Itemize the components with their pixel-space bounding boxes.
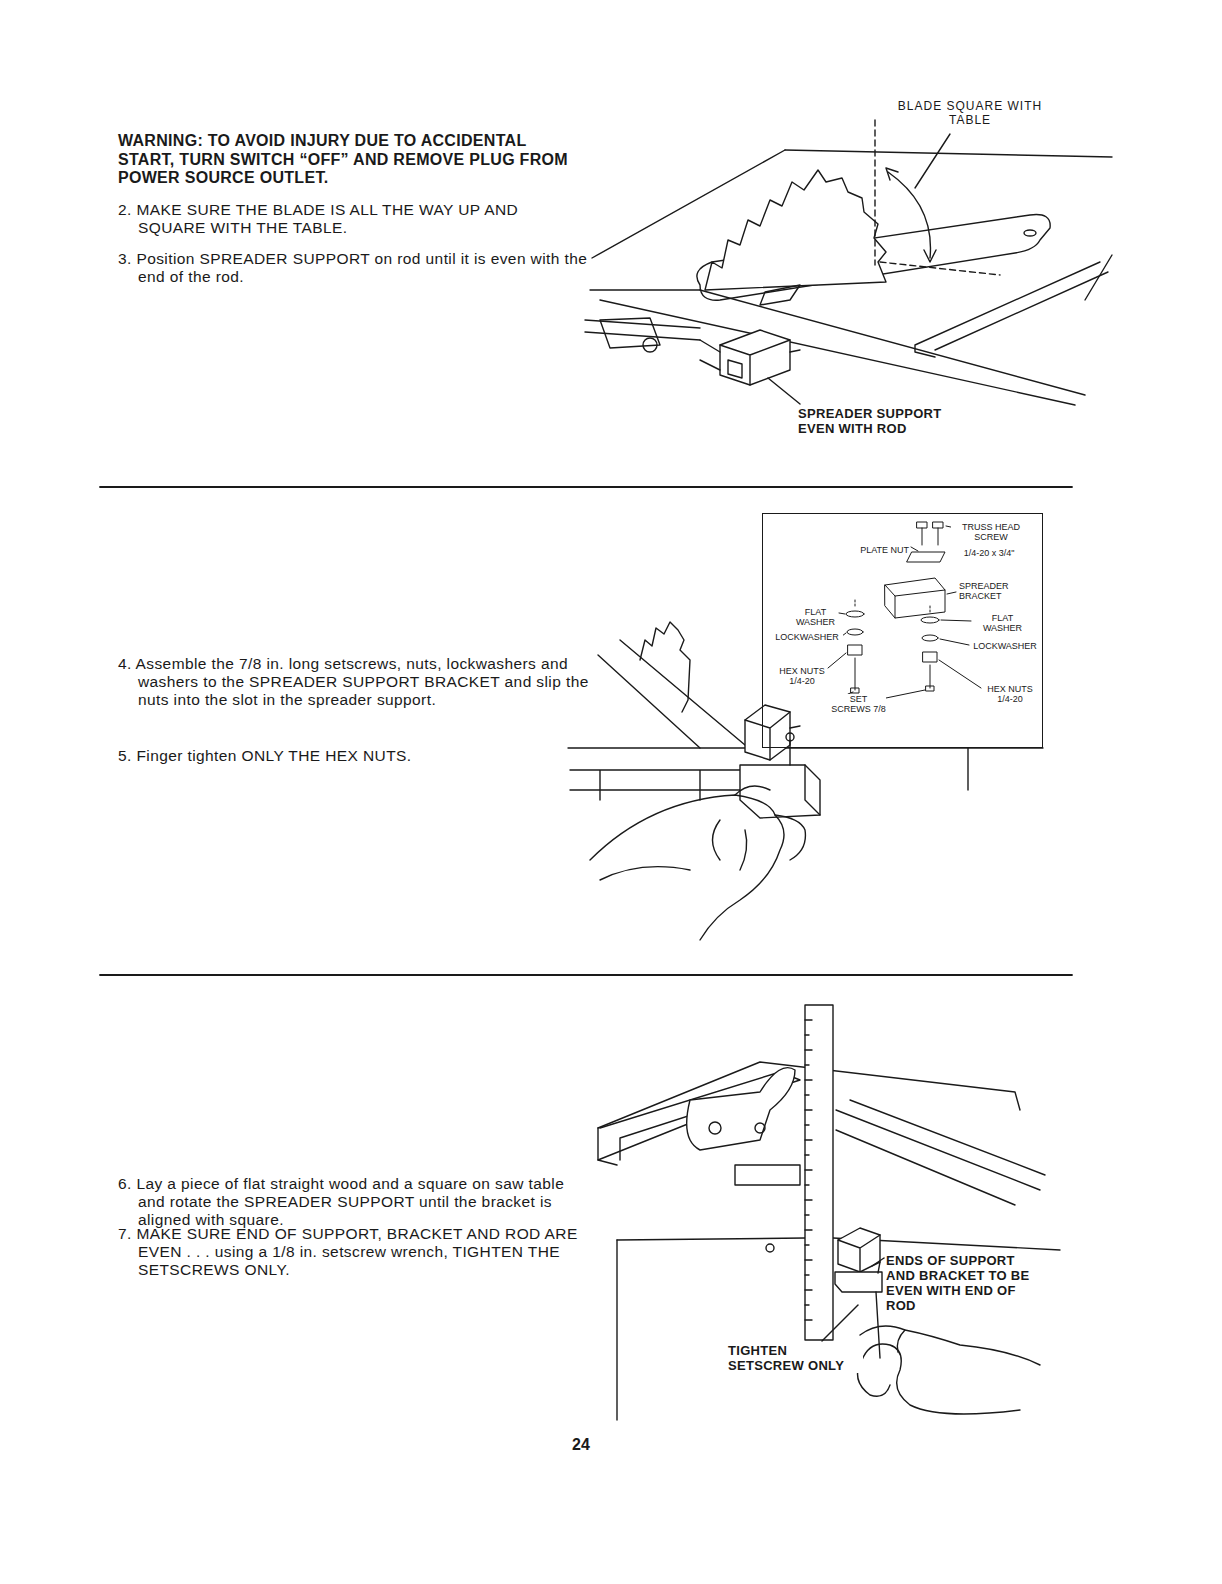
instruction-step: 4. Assemble the 7/8 in. long setscrews, … xyxy=(118,655,590,709)
instruction-step: 3. Position SPREADER SUPPORT on rod unti… xyxy=(118,250,590,286)
part-label: HEX NUTS 1/4-20 xyxy=(777,666,827,686)
warning-text: WARNING: TO AVOID INJURY DUE TO ACCIDENT… xyxy=(118,132,570,188)
callout-label: TIGHTEN SETSCREW ONLY xyxy=(728,1343,863,1373)
instruction-step: 7. MAKE SURE END OF SUPPORT, BRACKET AND… xyxy=(118,1225,590,1279)
part-label: SET SCREWS 7/8 xyxy=(831,694,886,714)
page-number: 24 xyxy=(572,1436,612,1455)
parts-inset-box: TRUSS HEAD SCREW 1/4-20 x 3/4" PLATE NUT SP… xyxy=(762,513,1043,748)
callout-label: SPREADER SUPPORT EVEN WITH ROD xyxy=(798,406,958,436)
part-label: LOCKWASHER xyxy=(771,632,843,642)
part-label: 1/4-20 x 3/4" xyxy=(949,548,1029,558)
part-label: TRUSS HEAD SCREW xyxy=(951,522,1031,542)
part-label: HEX NUTS 1/4-20 xyxy=(985,684,1035,704)
assembly-figure xyxy=(568,622,1043,940)
instruction-step: 5. Finger tighten ONLY THE HEX NUTS. xyxy=(118,747,590,765)
saw-table-figure xyxy=(585,120,1112,405)
part-label: FLAT WASHER xyxy=(975,613,1030,633)
callout-label: ENDS OF SUPPORT AND BRACKET TO BE EVEN W… xyxy=(886,1253,1046,1313)
divider xyxy=(100,974,1072,976)
divider xyxy=(100,486,1072,488)
instruction-step: 6. Lay a piece of flat straight wood and… xyxy=(118,1175,590,1229)
instruction-step: 2. MAKE SURE THE BLADE IS ALL THE WAY UP… xyxy=(118,201,590,237)
part-label: FLAT WASHER xyxy=(793,607,838,627)
callout-label: BLADE SQUARE WITH TABLE xyxy=(895,100,1045,128)
alignment-figure xyxy=(598,1005,1060,1420)
part-label: PLATE NUT xyxy=(847,545,909,555)
part-label: SPREADER BRACKET xyxy=(959,581,1031,601)
part-label: LOCKWASHER xyxy=(973,641,1037,651)
